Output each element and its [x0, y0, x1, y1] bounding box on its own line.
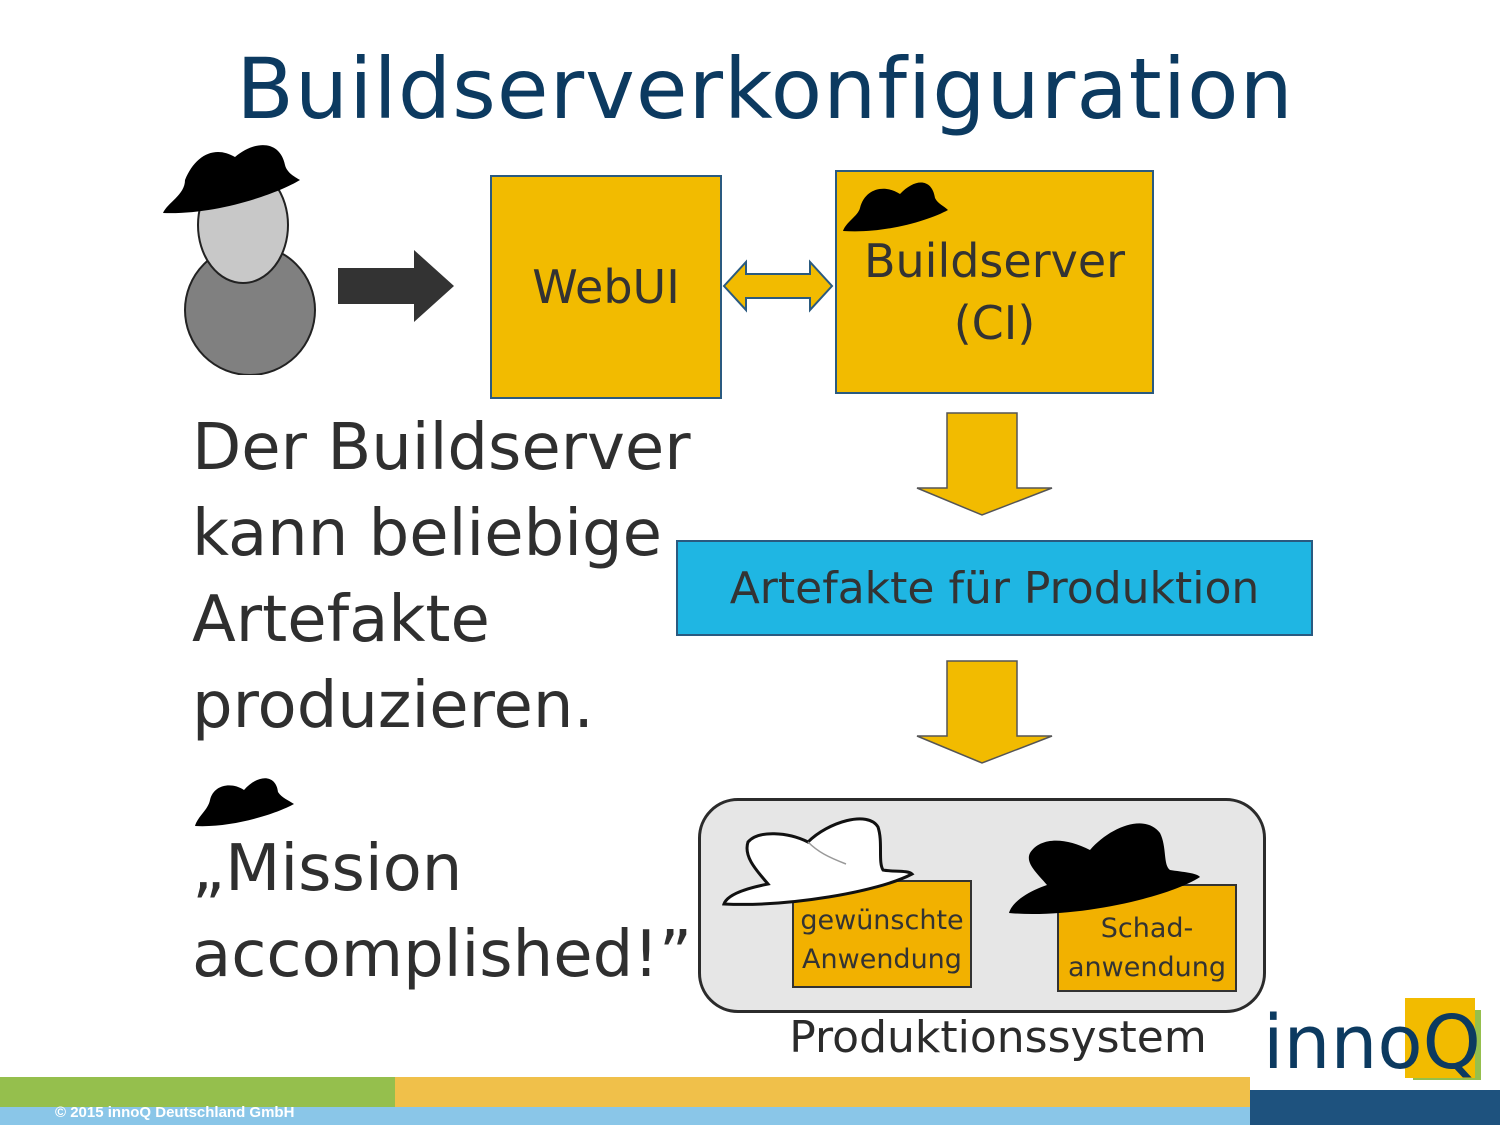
- white-hat-icon: [721, 817, 915, 906]
- person-icon: [163, 145, 316, 375]
- mission-line: „Mission: [192, 832, 463, 906]
- footer-bar-blue: [0, 1107, 1250, 1125]
- page-title: Buildserverkonfiguration: [236, 40, 1294, 138]
- webui-label: WebUI: [532, 260, 680, 314]
- statement-line: kann beliebige: [192, 497, 662, 571]
- footer-bar-navy: [1250, 1090, 1500, 1125]
- black-hat-icon: [163, 145, 300, 214]
- buildserver-label-line1: Buildserver: [863, 233, 1126, 288]
- mission-line: accomplished!”: [192, 918, 692, 992]
- black-hat-icon: [1009, 823, 1200, 915]
- footer-bar-green: [0, 1077, 395, 1107]
- buildserver-box: Buildserver (CI): [835, 170, 1154, 394]
- footer-bar-gold: [395, 1077, 1250, 1107]
- mission-quote: „Mission accomplished!”: [192, 826, 692, 998]
- buildserver-label-line2: (CI): [953, 296, 1036, 350]
- webui-box: WebUI: [490, 175, 722, 399]
- arrow-down-icon: [916, 660, 1053, 764]
- logo-q-accent-gold: [1405, 998, 1475, 1078]
- artefakte-box: Artefakte für Produktion: [676, 540, 1313, 636]
- malware-app-line1: Schad-: [1100, 912, 1194, 944]
- desired-app-line1: gewünschte: [800, 904, 964, 936]
- black-hat-icon: [843, 182, 948, 232]
- statement-line: produzieren.: [192, 669, 594, 743]
- arrow-right-icon: [338, 250, 454, 322]
- statement-text: Der Buildserver kann beliebige Artefakte…: [192, 405, 691, 749]
- artefakte-label: Artefakte für Produktion: [729, 562, 1260, 614]
- innoq-logo: innoQ: [1263, 1000, 1481, 1086]
- statement-line: Der Buildserver: [192, 411, 691, 485]
- desired-app-line2: Anwendung: [802, 944, 962, 975]
- arrow-down-icon: [916, 412, 1053, 516]
- logo-q: Q: [1422, 1000, 1481, 1086]
- production-system-label: Produktionssystem: [789, 1012, 1207, 1063]
- double-arrow-icon: [722, 259, 834, 313]
- black-hat-icon: [195, 778, 294, 827]
- logo-text: inno: [1263, 1000, 1423, 1086]
- malware-app-line2: anwendung: [1068, 952, 1226, 983]
- copyright-text: © 2015 innoQ Deutschland GmbH: [55, 1104, 295, 1121]
- statement-line: Artefakte: [192, 583, 490, 657]
